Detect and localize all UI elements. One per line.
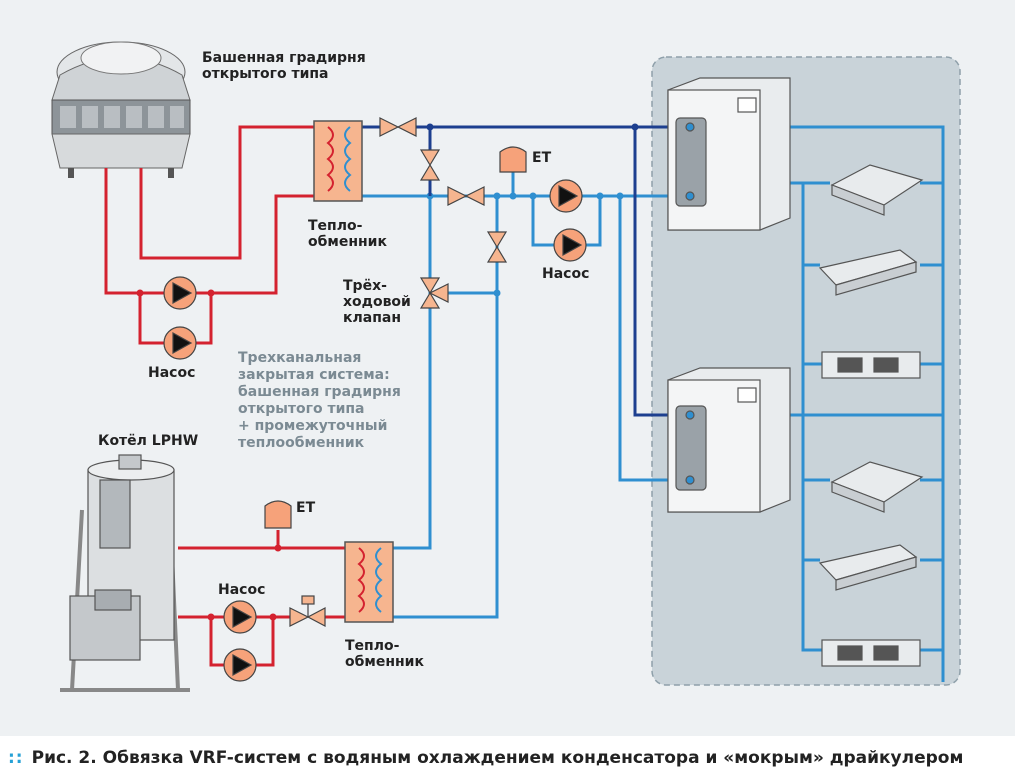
schematic-svg [51, 41, 961, 692]
cooling-tower-icon [51, 41, 191, 178]
tower-red-circuit [104, 125, 314, 345]
system-note: Трехканальная закрытая система: башенная… [238, 350, 401, 451]
pump-left-label: Насос [148, 365, 196, 381]
boiler-red-circuit [178, 530, 345, 667]
heat-exchanger-top-icon [313, 120, 363, 202]
pump-icons [163, 179, 587, 682]
boiler-icon [60, 454, 190, 692]
expansion-tank-icons [264, 146, 527, 529]
expansion-tank-top-label: ET [532, 150, 552, 166]
caption-text: Обвязка VRF-систем с водяным охлаждением… [102, 748, 964, 768]
vrf-unit-top-icon [667, 77, 791, 231]
indoor-unit-icons [818, 164, 924, 667]
pump-bottom-label: Насос [218, 582, 266, 598]
heat-exchanger-bottom-label: Тепло- обменник [345, 638, 424, 670]
three-way-valve-label: Трёх- ходовой клапан [343, 278, 411, 326]
valve-icons [289, 117, 508, 627]
heat-exchanger-top-label: Тепло- обменник [308, 218, 387, 250]
cooling-tower-label: Башенная градирня открытого типа [202, 50, 366, 82]
caption-figure-number: Рис. 2. [31, 748, 97, 768]
vrf-unit-bottom-icon [667, 367, 791, 513]
boiler-label: Котёл LPHW [98, 433, 199, 449]
caption-dots: :: [8, 748, 24, 768]
pump-right-label: Насос [542, 266, 590, 282]
diagram-figure: Башенная градирня открытого типа Тепло- … [0, 0, 1015, 736]
figure-caption: ::Рис. 2. Обвязка VRF-систем с водяным о… [8, 748, 1013, 776]
expansion-tank-bottom-label: ET [296, 500, 316, 516]
heat-exchanger-bottom-icon [344, 541, 394, 623]
